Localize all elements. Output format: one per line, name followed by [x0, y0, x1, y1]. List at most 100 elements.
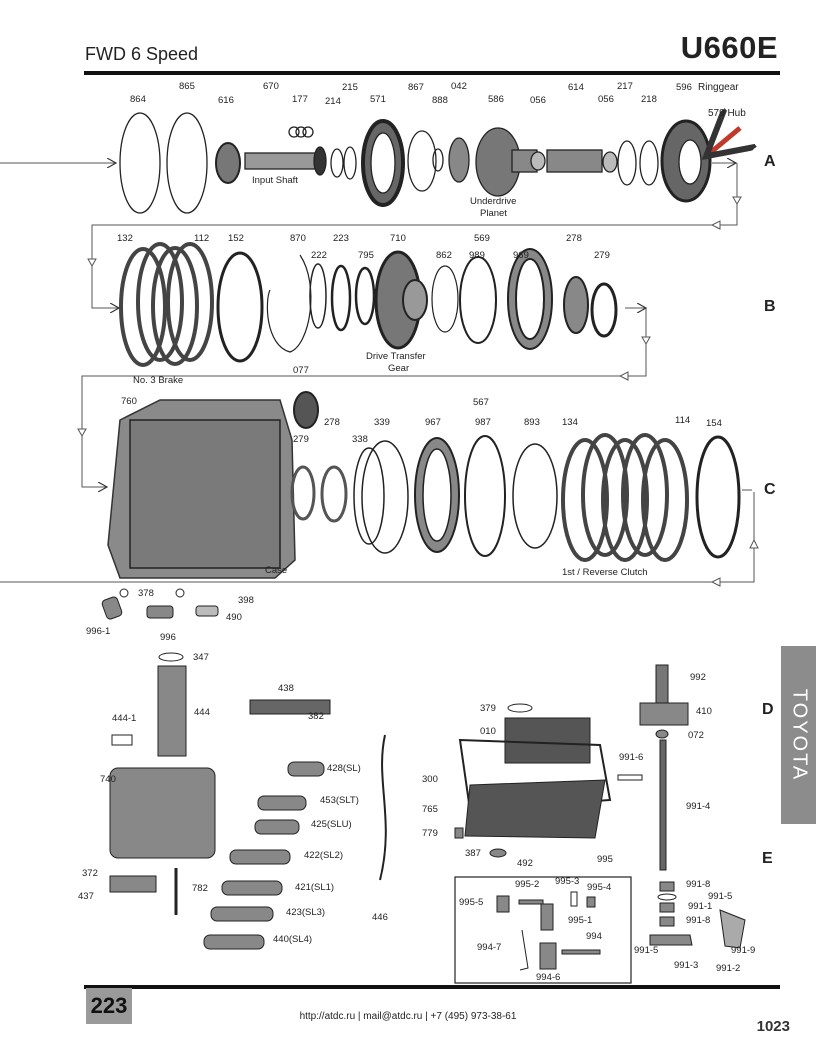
underdrive-label: Underdrive: [470, 196, 516, 207]
part-label: 779: [422, 828, 438, 839]
part-label: 042: [451, 81, 467, 92]
part-label: 569: [474, 233, 490, 244]
footer-rule: [84, 985, 780, 989]
part-label: 864: [130, 94, 146, 105]
part-label: 994-6: [536, 972, 560, 983]
part-label: 995-3: [555, 876, 579, 887]
part-label: 888: [432, 95, 448, 106]
clutch-label: 1st / Reverse Clutch: [562, 567, 648, 578]
part-label: 382: [308, 711, 324, 722]
part-label: 072: [688, 730, 704, 741]
part-label: 710: [390, 233, 406, 244]
part-label: 616: [218, 95, 234, 106]
part-label: 300: [422, 774, 438, 785]
part-label: 670: [263, 81, 279, 92]
part-label: 596: [676, 82, 692, 93]
flow-lines: [0, 163, 759, 587]
part-label: 995: [597, 854, 613, 865]
part-label: 278: [324, 417, 340, 428]
part-label: 339: [374, 417, 390, 428]
part-label: 222: [311, 250, 327, 261]
part-label: 425(SLU): [311, 819, 352, 830]
page-number: 1023: [756, 1018, 790, 1035]
part-label: 387: [465, 848, 481, 859]
part-label: 154: [706, 418, 722, 429]
part-label: 893: [524, 417, 540, 428]
part-label: 279: [293, 434, 309, 445]
section-c-label: C: [764, 481, 776, 498]
part-label: 347: [193, 652, 209, 663]
part-label: 223: [333, 233, 349, 244]
part-label: 991-6: [619, 752, 643, 763]
drive-transfer-label: Drive Transfer: [366, 351, 426, 362]
part-label: 994-7: [477, 942, 501, 953]
part-label: 217: [617, 81, 633, 92]
part-label: 444: [194, 707, 210, 718]
part-label: 862: [436, 250, 452, 261]
part-label: 177: [292, 94, 308, 105]
part-label: 969: [513, 250, 529, 261]
part-label: 372: [82, 868, 98, 879]
part-label: 991-8: [686, 915, 710, 926]
part-label: 992: [690, 672, 706, 683]
section-b-label: B: [764, 298, 776, 315]
part-label: 760: [121, 396, 137, 407]
part-label: 215: [342, 82, 358, 93]
part-label: 444-1: [112, 713, 136, 724]
part-label: 870: [290, 233, 306, 244]
part-label: 740: [100, 774, 116, 785]
part-label: 614: [568, 82, 584, 93]
part-label: 867: [408, 82, 424, 93]
part-label: 991-2: [716, 963, 740, 974]
part-label: 586: [488, 94, 504, 105]
case-label: Case: [265, 565, 287, 576]
planet-label: Planet: [480, 208, 507, 219]
model-title: U660E: [680, 30, 778, 65]
page-box: 223: [86, 988, 132, 1024]
part-label: 278: [566, 233, 582, 244]
part-label: 422(SL2): [304, 850, 343, 861]
section-a-label: A: [764, 153, 776, 170]
part-label: 567: [473, 397, 489, 408]
row-a-parts: [119, 112, 712, 214]
part-label: 398: [238, 595, 254, 606]
part-label: 991-3: [674, 960, 698, 971]
contact-footer: http://atdc.ru | mail@atdc.ru | +7 (495)…: [299, 1011, 517, 1022]
input-shaft-label: Input Shaft: [252, 175, 298, 186]
part-label: 077: [293, 365, 309, 376]
callout-arrow: [710, 128, 740, 153]
part-label: 994: [586, 931, 602, 942]
callout-label: 579 Hub: [708, 108, 746, 119]
brand-side-tab: TOYOTA: [781, 646, 816, 824]
section-e-label: E: [762, 850, 773, 867]
brand-side-tab-label: TOYOTA: [788, 688, 810, 782]
part-label: 114: [675, 415, 690, 426]
part-label: 987: [475, 417, 491, 428]
part-label: 991-9: [731, 945, 755, 956]
section-d-label: D: [762, 701, 774, 718]
part-label: 056: [530, 95, 546, 106]
part-label: 132: [117, 233, 133, 244]
part-label: 279: [594, 250, 610, 261]
part-label: 378: [138, 588, 154, 599]
part-label: 428(SL): [327, 763, 361, 774]
part-label: 423(SL3): [286, 907, 325, 918]
part-label: 056: [598, 94, 614, 105]
part-label: 490: [226, 612, 242, 623]
part-label: 996-1: [86, 626, 110, 637]
part-label: 991-5: [708, 891, 732, 902]
part-label: 379: [480, 703, 496, 714]
part-label: 782: [192, 883, 208, 894]
part-label: 995-5: [459, 897, 483, 908]
part-label: 995-2: [515, 879, 539, 890]
header-subtitle: FWD 6 Speed: [85, 44, 199, 64]
part-label: 991-4: [686, 801, 710, 812]
part-label: 989: [469, 250, 485, 261]
part-label: 995-4: [587, 882, 611, 893]
part-label: 437: [78, 891, 94, 902]
header-rule: [84, 71, 780, 75]
gear-label: Gear: [388, 363, 409, 374]
part-label: 438: [278, 683, 294, 694]
part-label: 995-1: [568, 915, 592, 926]
